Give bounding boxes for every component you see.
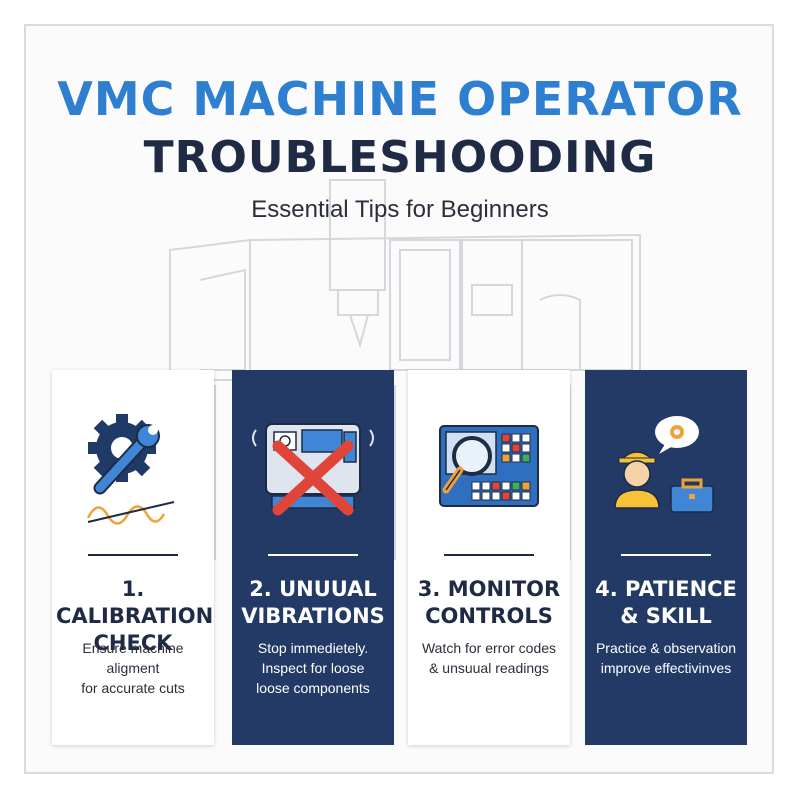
title-line-1: VMC MACHINE OPERATOR [57, 72, 743, 126]
card-description: Watch for error codes & unsuual readings [421, 640, 557, 676]
tip-card-monitor-controls: 3. MONITOR CONTROLS Watch for error code… [408, 370, 570, 745]
wrench-gear-icon [86, 414, 175, 525]
card-divider [268, 554, 358, 556]
tip-card-calibration: 1. CALIBRATION CHECK Ensure machine alig… [52, 370, 214, 745]
operator-toolbox-icon [614, 416, 714, 513]
card-heading: 1. CALIBRATION CHECK [56, 577, 214, 655]
machine-vibration-x-icon [252, 423, 374, 516]
card-description: Practice & observation improve effectivi… [595, 640, 737, 676]
card-divider [88, 554, 178, 556]
card-heading: 3. MONITOR CONTROLS [417, 577, 561, 628]
card-divider [444, 554, 534, 556]
card-heading: 2. UNUUAL VIBRATIONS [241, 577, 385, 628]
tip-card-patience-skill: 4. PATIENCE & SKILL Practice & observati… [585, 370, 747, 745]
tip-card-vibrations: 2. UNUUAL VIBRATIONS Stop immedietely. I… [232, 370, 394, 745]
subtitle: Essential Tips for Beginners [251, 196, 549, 223]
title-line-2: TROUBLESHOODING [143, 132, 657, 183]
card-divider [621, 554, 711, 556]
card-description: Ensure machine aligment for accurate cut… [81, 640, 185, 696]
card-heading: 4. PATIENCE & SKILL [595, 577, 737, 628]
control-panel-magnifier-icon [439, 425, 539, 507]
card-description: Stop immedietely. Inspect for loose loos… [256, 640, 370, 696]
